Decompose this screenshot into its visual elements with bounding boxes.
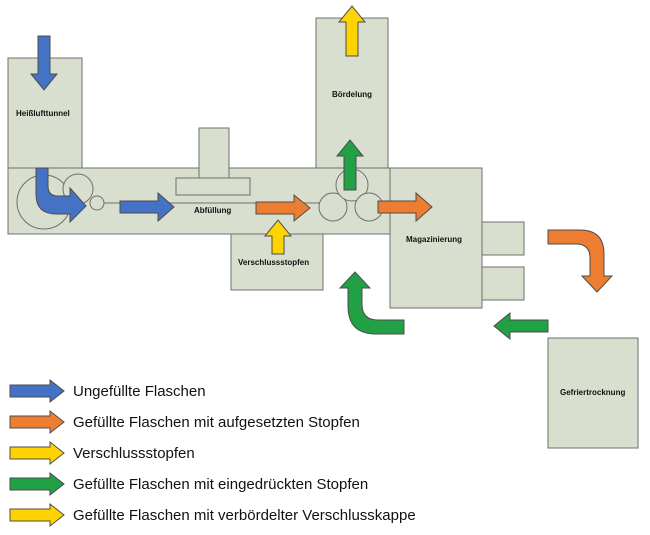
label-freeze-drying: Gefriertrocknung [560,388,625,397]
legend-item: Gefüllte Flaschen mit verbördelter Versc… [9,502,416,528]
green-arrow [335,139,365,191]
legend-arrow-blue [9,378,65,404]
label-magazine: Magazinierung [406,235,462,244]
wheel [89,195,105,211]
freeze-drying-block [547,337,639,449]
blue-arrow [29,35,59,91]
filling-head-block [198,127,230,183]
legend-arrow-green [9,471,65,497]
legend-arrow-yellow [9,440,65,466]
label-stopper-feed: Verschlussstopfen [238,258,309,267]
legend-label: Ungefüllte Flaschen [73,383,206,400]
label-filling: Abfüllung [194,206,231,215]
orange-arrow [255,193,311,223]
yellow-arrow [337,5,367,57]
wheel [318,192,348,222]
blue-arrow [119,191,175,223]
stopper-feed-block [230,233,324,291]
legend-label: Gefüllte Flaschen mit verbördelter Versc… [73,507,416,524]
green-arrow [493,311,549,341]
magazine-slot-lower [481,266,525,301]
magazine-block [389,167,483,309]
legend-label: Verschlussstopfen [73,445,195,462]
legend-item: Gefüllte Flaschen mit aufgesetzten Stopf… [9,409,360,435]
legend-label: Gefüllte Flaschen mit eingedrückten Stop… [73,476,368,493]
magazine-slot-upper [481,221,525,256]
legend-item: Ungefüllte Flaschen [9,378,206,404]
filling-base-block [175,177,251,196]
flow-arrows [29,5,614,341]
legend-item: Verschlussstopfen [9,440,195,466]
orange-arrow [377,191,433,223]
legend-arrow-orange [9,409,65,435]
label-crimping: Bördelung [332,90,372,99]
legend-item: Gefüllte Flaschen mit eingedrückten Stop… [9,471,368,497]
yellow-arrow [263,219,293,255]
green-arrow [338,271,405,335]
label-hot-air-tunnel: Heißlufttunnel [16,109,70,118]
legend-arrow-yellow [9,502,65,528]
legend-label: Gefüllte Flaschen mit aufgesetzten Stopf… [73,414,360,431]
blue-arrow [35,167,87,224]
orange-arrow [547,229,614,293]
